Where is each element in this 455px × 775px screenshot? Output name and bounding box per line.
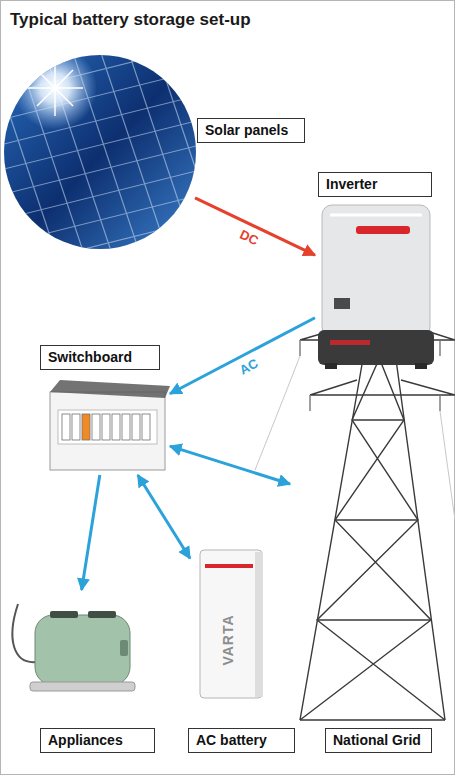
inverter-display xyxy=(334,298,350,309)
component-label: National Grid xyxy=(325,728,432,753)
pylon-arm xyxy=(300,320,455,395)
component-label: Inverter xyxy=(318,172,432,197)
component-label: Solar panels xyxy=(197,118,305,143)
inverter-foot xyxy=(415,363,427,369)
breaker xyxy=(112,414,120,440)
switchboard-body xyxy=(50,392,165,470)
inverter-stripe xyxy=(330,340,370,345)
inverter-foot xyxy=(325,363,337,369)
sky-sketch xyxy=(255,356,455,520)
toaster-slot xyxy=(50,611,78,618)
diagram-title: Typical battery storage set-up xyxy=(10,10,251,30)
breaker xyxy=(142,414,150,440)
flow-arrow xyxy=(170,446,290,484)
switchboard-lid xyxy=(50,380,170,398)
power-wire xyxy=(255,356,455,520)
solar-cells xyxy=(0,50,200,260)
inverter-drawing xyxy=(318,205,434,369)
toaster-cord xyxy=(12,604,36,662)
pylon-drawing xyxy=(300,285,455,720)
breaker-rail xyxy=(58,410,157,444)
component-node: AC battery xyxy=(190,545,270,700)
component-node: Inverter xyxy=(315,200,440,370)
component-label: Appliances xyxy=(40,728,155,753)
flow-arrow xyxy=(195,198,315,255)
solar-panel-photo xyxy=(0,20,254,270)
battery-stripe xyxy=(205,564,253,568)
component-node: Switchboard xyxy=(45,378,170,475)
toaster-lever xyxy=(120,640,128,656)
inverter-body xyxy=(322,205,430,337)
breaker xyxy=(62,414,70,440)
breaker xyxy=(132,414,140,440)
breaker xyxy=(82,414,90,440)
sun-rays xyxy=(27,60,83,116)
toaster-slot xyxy=(88,611,116,618)
current-type-label: DC xyxy=(238,228,261,249)
toaster-drawing xyxy=(12,604,135,691)
flow-arrow xyxy=(170,318,315,394)
brand-mark: VARTA xyxy=(220,614,236,665)
battery-body xyxy=(200,550,262,698)
component-node: Solar panels xyxy=(5,55,195,250)
switchboard-drawing xyxy=(50,380,170,470)
breaker xyxy=(72,414,80,440)
inverter-base xyxy=(318,330,434,365)
inverter-logo xyxy=(356,226,410,234)
component-label: AC battery xyxy=(188,728,295,753)
flow-arrow xyxy=(82,475,100,590)
battery-drawing xyxy=(200,550,263,698)
battery-side xyxy=(255,552,263,697)
breaker xyxy=(92,414,100,440)
breaker xyxy=(122,414,130,440)
breakers xyxy=(62,414,150,440)
component-node: Appliances xyxy=(5,590,140,705)
toaster-body xyxy=(35,615,130,685)
pylon-rung xyxy=(300,330,445,720)
sun-glare xyxy=(13,46,97,130)
component-node: National Grid xyxy=(290,300,455,720)
flow-arrow xyxy=(138,475,190,559)
pylon-leg xyxy=(300,285,445,720)
breaker xyxy=(102,414,110,440)
toaster-base xyxy=(30,682,135,691)
current-type-label: AC xyxy=(237,357,260,378)
cell-grid xyxy=(0,20,254,270)
component-label: Switchboard xyxy=(40,345,160,370)
pylon-brace xyxy=(300,330,445,720)
inverter-highlight xyxy=(330,214,422,217)
